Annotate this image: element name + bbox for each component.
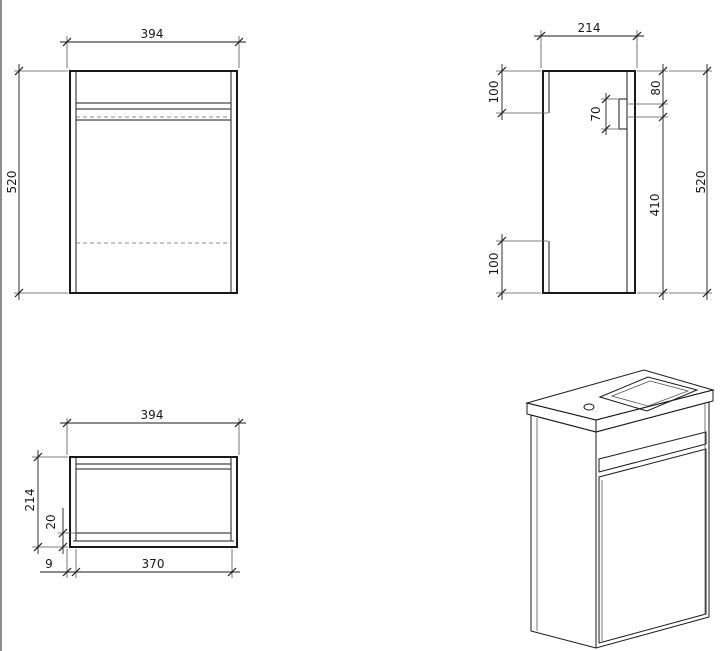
- side-80-label: 80: [649, 80, 663, 95]
- basin-bowl-outer: [598, 376, 699, 412]
- top-20-dimension: 20: [44, 508, 75, 554]
- top-view: [69, 456, 238, 548]
- side-height-dimension: 520: [669, 64, 712, 300]
- cabinet-door: [598, 448, 707, 644]
- top-outline: [69, 456, 238, 548]
- tap-hole-icon: [583, 403, 595, 411]
- cabinet-side-face: [595, 401, 710, 649]
- front-view: [69, 70, 238, 294]
- top-depth-label: 214: [23, 489, 37, 512]
- front-width-dimension: 394: [60, 27, 246, 68]
- front-height-label: 520: [5, 171, 19, 194]
- side-top-offset-label: 100: [487, 81, 501, 104]
- isometric-view: [525, 369, 715, 649]
- top-370-label: 370: [142, 557, 165, 571]
- side-bottom-offset-dimension: 100: [487, 234, 548, 300]
- top-20-label: 20: [44, 514, 58, 529]
- side-70-label: 70: [589, 106, 603, 121]
- side-outline: [542, 70, 636, 294]
- front-height-dimension: 520: [5, 64, 68, 300]
- cabinet-front-face: [530, 414, 597, 649]
- side-rail-block: [618, 98, 628, 130]
- side-depth-label: 214: [578, 21, 601, 35]
- side-410-label: 410: [648, 194, 662, 217]
- top-width-label: 394: [141, 408, 164, 422]
- cabinet-rail: [598, 431, 707, 473]
- front-width-label: 394: [141, 27, 164, 41]
- side-80-dimension: 80: [628, 64, 668, 111]
- front-outline: [69, 70, 238, 294]
- side-top-offset-dimension: 100: [487, 64, 548, 120]
- side-bottom-offset-label: 100: [487, 253, 501, 276]
- side-depth-dimension: 214: [534, 21, 644, 68]
- top-bottom-dimensions: 9 370: [40, 549, 240, 578]
- side-view: [542, 70, 636, 294]
- basin-bowl-inner: [610, 380, 690, 407]
- side-height-label: 520: [694, 171, 708, 194]
- side-410-dimension: 410: [628, 110, 668, 300]
- top-width-dimension: 394: [60, 408, 246, 455]
- side-70-dimension: 70: [589, 93, 618, 135]
- top-depth-dimension: 214: [23, 450, 68, 554]
- top-9-label: 9: [45, 557, 53, 571]
